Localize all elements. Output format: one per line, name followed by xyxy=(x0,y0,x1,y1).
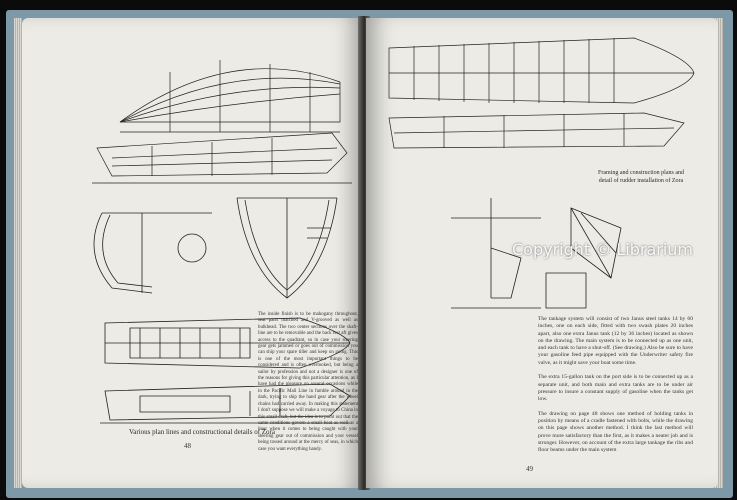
rudder-installation-drawing xyxy=(451,188,631,318)
deck-plan-drawing xyxy=(100,313,355,373)
inboard-profile-drawing xyxy=(100,376,355,426)
right-page-caption-line2: detail of rudder installation of Zora xyxy=(598,178,684,184)
left-page-edges xyxy=(14,18,22,488)
right-page-edges xyxy=(715,18,723,488)
right-page-body-text: The tankage system will consist of two J… xyxy=(538,316,693,454)
right-page: Framing and construction plans and detai… xyxy=(366,18,718,488)
copyright-watermark: Copyright © Librarium xyxy=(512,240,693,259)
midship-section-drawing xyxy=(82,193,222,303)
hull-profile-drawing xyxy=(110,42,350,152)
right-page-number: 49 xyxy=(526,465,533,473)
left-page-body-text: The inside finish is to be mahogany thro… xyxy=(258,312,358,452)
bow-section-drawing xyxy=(227,188,347,308)
left-page: Various plan lines and constructional de… xyxy=(22,18,362,488)
right-page-caption-line1: Framing and construction plans and xyxy=(598,170,684,176)
left-page-number: 48 xyxy=(184,442,191,450)
left-page-caption: Various plan lines and constructional de… xyxy=(129,428,275,436)
hull-side-elevation xyxy=(92,118,357,188)
framing-plan-drawing xyxy=(384,28,704,153)
